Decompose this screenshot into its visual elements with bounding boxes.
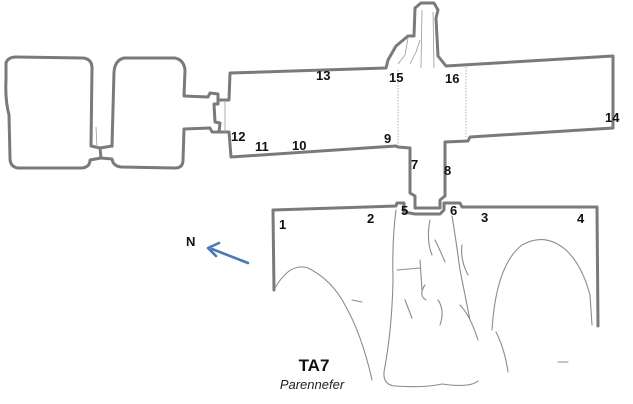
point-10: 10 [292,138,306,153]
point-14: 14 [605,110,620,125]
point-4: 4 [577,211,585,226]
rear-chamber-left [4,55,103,170]
point-8: 8 [444,163,451,178]
plan-title: TA7 [298,356,330,375]
shrine-line-b [432,11,435,69]
point-5: 5 [401,203,408,218]
shrine-detail [397,37,421,65]
rock-left [274,266,373,381]
plan-subtitle: Parennefer [279,377,345,392]
point-9: 9 [384,131,391,146]
shrine-line-a [420,9,423,69]
point-6: 6 [450,203,457,218]
broad-hall [217,1,615,210]
rock-right [491,239,593,373]
point-1: 1 [279,217,286,232]
north-label: N [186,234,195,249]
north-arrow-head [206,241,221,258]
point-3: 3 [481,210,488,225]
point-13: 13 [316,68,330,83]
point-11: 11 [255,139,269,154]
point-12: 12 [231,129,245,144]
facade-left [271,201,600,328]
rock-center [383,209,479,388]
point-16: 16 [445,71,459,86]
rear-chamber-right [98,56,222,170]
north-arrow [210,247,250,265]
point-2: 2 [367,211,374,226]
point-15: 15 [389,70,403,85]
point-7: 7 [411,157,418,172]
passage-line-a [95,126,98,149]
